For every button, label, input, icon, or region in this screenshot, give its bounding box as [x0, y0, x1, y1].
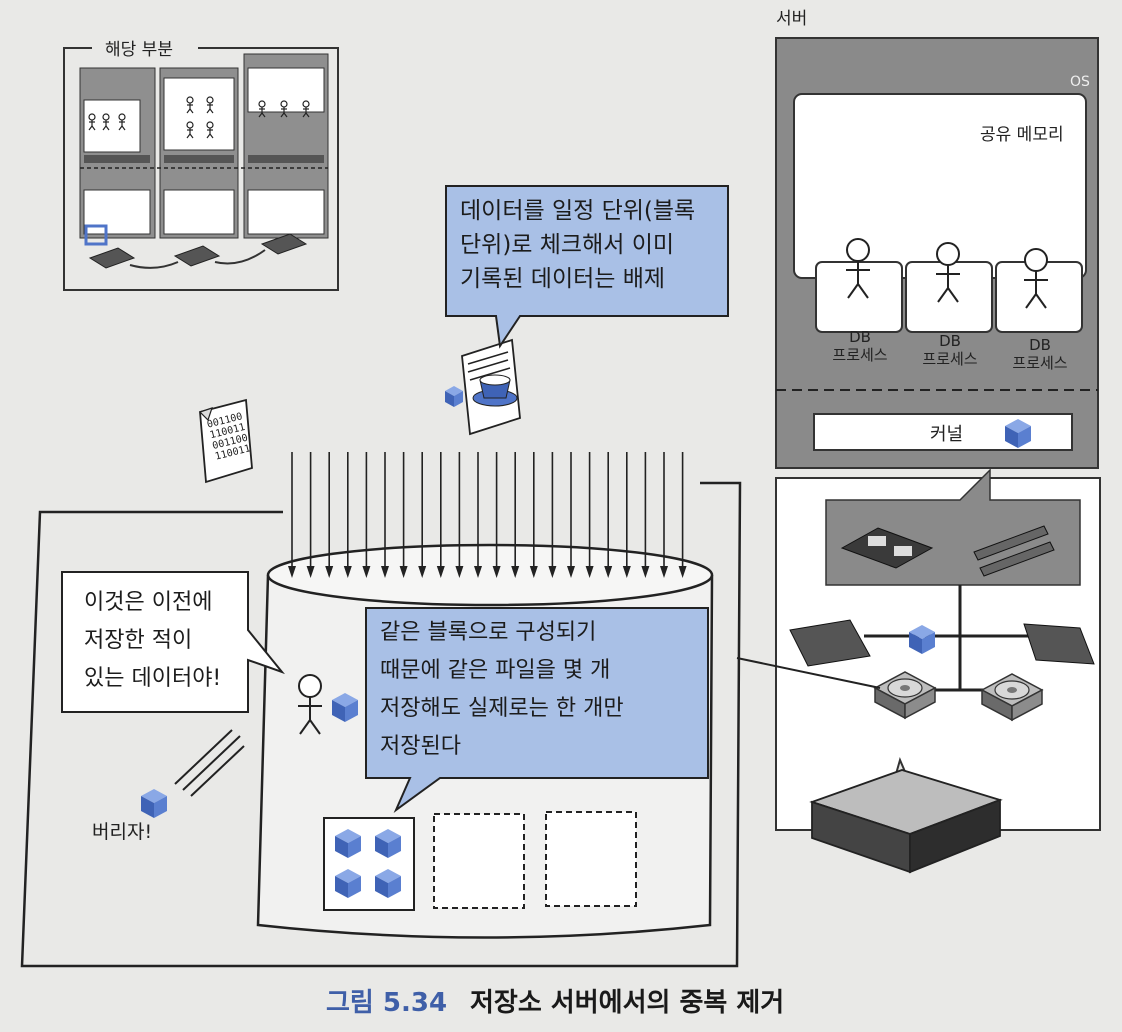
db-process-label-2: DB 프로세스 — [908, 332, 992, 368]
stream-arrow-head — [455, 566, 464, 578]
shared-memory-label: 공유 메모리 — [980, 125, 1064, 145]
stream-arrow-head — [567, 566, 575, 578]
stream-arrow-head — [529, 566, 538, 578]
stream-arrow-head — [548, 566, 557, 578]
stream-arrow-head — [381, 566, 389, 578]
stream-arrow-head — [660, 566, 668, 578]
data-stream-arrows — [288, 452, 687, 578]
db-process-label-2-line: DB 프로세스 — [922, 332, 978, 368]
storage-container — [20, 481, 742, 968]
db-process-boxes — [815, 238, 1083, 333]
db-process-label-1-line: DB 프로세스 — [832, 328, 888, 364]
callout-line: 데이터를 일정 단위(블록 — [460, 198, 696, 224]
stream-arrow-head — [343, 566, 352, 578]
stream-arrow-head — [474, 566, 482, 578]
db-process-label-3-line: DB 프로세스 — [1012, 336, 1068, 372]
stream-arrow-head — [622, 566, 631, 578]
db-process-label-1: DB 프로세스 — [818, 328, 902, 364]
rack-server — [809, 769, 1003, 874]
callout-already-saved-text: 이것은 이전에 저장한 적이 있는 데이터야! — [84, 584, 221, 698]
discarded-block — [141, 729, 245, 818]
callout-line: 때문에 같은 파일을 몇 개 — [380, 658, 611, 683]
discard-label: 버리자! — [92, 821, 152, 843]
stream-arrow-head — [436, 566, 445, 578]
callout-line: 같은 블록으로 구성되기 — [380, 620, 597, 645]
stored-blocks-box — [323, 817, 415, 911]
callout-dedupe-check — [445, 185, 729, 349]
stream-arrow-head — [306, 566, 315, 578]
callout-line: 있는 데이터야! — [84, 666, 222, 691]
inset-server-1 — [79, 67, 156, 239]
db-process-label-3: DB 프로세스 — [998, 336, 1082, 372]
coffee-document — [445, 338, 521, 436]
stream-arrow-head — [604, 566, 613, 578]
callout-line: 단위)로 체크해서 이미 — [460, 232, 675, 258]
inset-server-2 — [159, 67, 239, 239]
callout-already-saved — [61, 571, 286, 713]
inset-server-3 — [243, 53, 329, 239]
stream-arrow-head — [399, 566, 408, 578]
binary-document — [198, 398, 253, 484]
stream-arrow-head — [492, 566, 501, 578]
server-title: 서버 — [776, 9, 807, 29]
callout-line: 저장해도 실제로는 한 개만 — [380, 696, 624, 721]
callout-same-blocks — [365, 607, 709, 813]
stream-arrow-head — [418, 566, 427, 578]
callout-dedupe-text: 데이터를 일정 단위(블록 단위)로 체크해서 이미 기록된 데이터는 배제 — [460, 194, 695, 296]
stream-arrow-head — [362, 566, 371, 578]
os-label: OS — [1070, 74, 1090, 90]
callout-line: 저장한 적이 — [84, 628, 193, 653]
stream-arrow-head — [511, 566, 520, 578]
inset-label: 해당 부분 — [105, 40, 173, 60]
empty-block-slot-2 — [545, 811, 637, 907]
stream-arrow-head — [288, 566, 296, 578]
kernel-label: 커널 — [930, 424, 963, 445]
empty-block-slot-1 — [433, 813, 525, 909]
stream-arrow-head — [325, 566, 334, 578]
stream-arrow-head — [641, 566, 650, 578]
callout-line: 기록된 데이터는 배제 — [460, 266, 666, 292]
server-hardware-panel — [736, 468, 1101, 831]
inset-panel: 해당 부분 — [63, 40, 339, 291]
stream-arrow-head — [585, 566, 594, 578]
callout-line: 저장된다 — [380, 734, 461, 759]
stream-arrow-head — [678, 566, 687, 578]
callout-same-blocks-text: 같은 블록으로 구성되기 때문에 같은 파일을 몇 개 저장해도 실제로는 한 … — [380, 614, 624, 766]
figure-title: 저장소 서버에서의 중복 제거 — [470, 988, 785, 1018]
callout-line: 이것은 이전에 — [84, 590, 213, 615]
figure-number: 그림 5.34 — [326, 988, 448, 1018]
